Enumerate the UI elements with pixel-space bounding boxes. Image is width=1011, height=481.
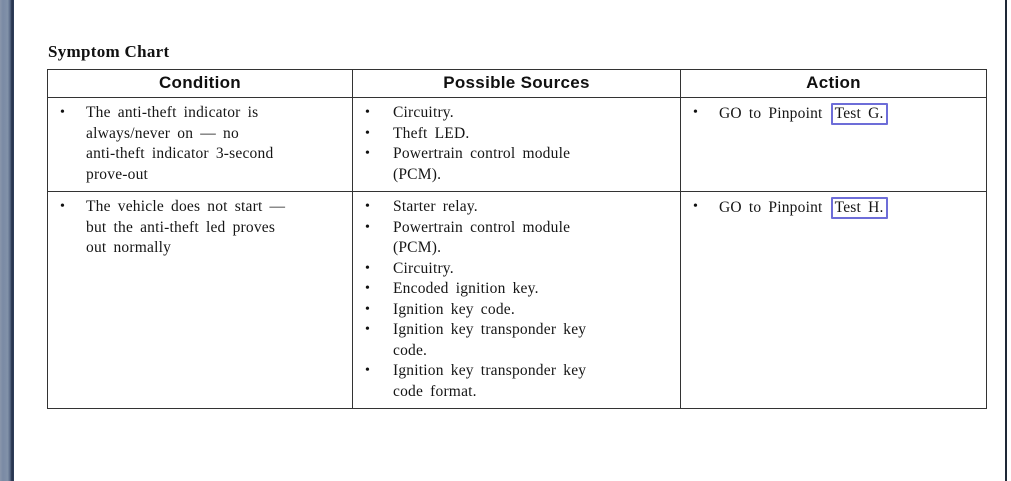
condition-cell: • The vehicle does not start — but the a… (47, 191, 353, 409)
column-header-condition: Condition (47, 69, 353, 98)
symptom-chart-table: Condition Possible Sources Action • The … (47, 69, 987, 409)
column-header-action: Action (680, 69, 987, 98)
page-border-right (1005, 0, 1007, 481)
table-row: • The anti-theft indicator is always/nev… (47, 97, 987, 192)
bullet-marker: • (365, 281, 371, 296)
bullet-marker: • (60, 105, 66, 120)
condition-item: • The anti-theft indicator is always/nev… (60, 103, 346, 185)
column-header-possible-sources: Possible Sources (352, 69, 681, 98)
bullet-marker: • (365, 260, 371, 276)
source-text: Circuitry. (393, 259, 454, 277)
bullet-marker: • (365, 219, 371, 235)
bullet-marker: • (365, 322, 371, 337)
source-text: Ignition key code. (393, 300, 515, 318)
bullet-marker: • (60, 199, 66, 214)
bullet-marker: • (693, 105, 699, 120)
source-item: • Ignition key code. (365, 300, 674, 321)
source-item: • Circuitry. (365, 103, 674, 124)
bullet-marker: • (365, 363, 371, 378)
action-cell: • GO to Pinpoint Test G. (680, 97, 987, 192)
pinpoint-test-g-link[interactable]: Test G. (830, 103, 888, 125)
possible-sources-cell: • Circuitry. • Theft LED. • Powertrain c… (352, 97, 681, 192)
bullet-marker: • (365, 105, 371, 120)
bullet-marker: • (365, 301, 371, 317)
bullet-marker: • (365, 199, 371, 214)
page-title: Symptom Chart (48, 42, 170, 61)
pinpoint-test-h-link[interactable]: Test H. (830, 197, 888, 219)
action-cell: • GO to Pinpoint Test H. (680, 191, 987, 409)
action-prefix: GO to Pinpoint (719, 199, 823, 216)
source-text: Circuitry. (393, 104, 454, 121)
action-text: GO to Pinpoint Test H. (719, 197, 888, 219)
source-text: Starter relay. (393, 198, 478, 215)
page-edge-bar (0, 0, 14, 481)
source-item: • Powertrain control module (PCM). (365, 218, 674, 259)
action-text: GO to Pinpoint Test G. (719, 103, 888, 125)
source-item: • Encoded ignition key. (365, 279, 674, 300)
page-content: Symptom Chart Condition Possible Sources… (47, 42, 987, 409)
source-item: • Theft LED. (365, 124, 674, 145)
table-header-row: Condition Possible Sources Action (47, 69, 987, 98)
action-prefix: GO to Pinpoint (719, 105, 823, 122)
action-item: • GO to Pinpoint Test H. (693, 197, 980, 219)
condition-cell: • The anti-theft indicator is always/nev… (47, 97, 353, 192)
source-text: Powertrain control module (PCM). (393, 218, 571, 257)
action-item: • GO to Pinpoint Test G. (693, 103, 980, 125)
bullet-marker: • (365, 125, 371, 141)
bullet-marker: • (365, 146, 371, 161)
source-item: • Starter relay. (365, 197, 674, 218)
condition-item: • The vehicle does not start — but the a… (60, 197, 346, 259)
table-row: • The vehicle does not start — but the a… (47, 191, 987, 409)
possible-sources-cell: • Starter relay. • Powertrain control mo… (352, 191, 681, 409)
source-text: Ignition key transponder key code format… (393, 362, 587, 400)
condition-text: The anti-theft indicator is always/never… (86, 104, 274, 183)
condition-text: The vehicle does not start — but the ant… (86, 198, 286, 256)
source-item: • Circuitry. (365, 259, 674, 280)
source-text: Powertrain control module (PCM). (393, 145, 571, 183)
source-text: Ignition key transponder key code. (393, 321, 587, 359)
source-item: • Powertrain control module (PCM). (365, 144, 674, 185)
source-item: • Ignition key transponder key code. (365, 320, 674, 361)
bullet-marker: • (693, 199, 699, 214)
source-text: Theft LED. (393, 124, 470, 142)
source-item: • Ignition key transponder key code form… (365, 361, 674, 402)
source-text: Encoded ignition key. (393, 280, 539, 297)
